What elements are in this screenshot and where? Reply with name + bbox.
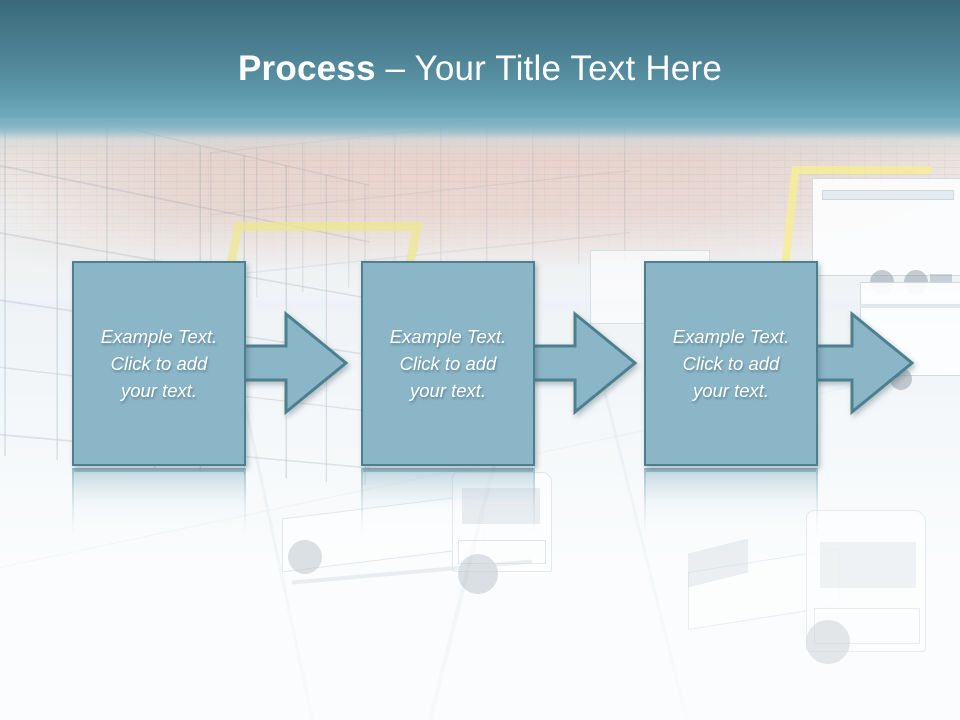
process-step-2-text: Example Text. Click to add your text. bbox=[389, 326, 507, 401]
arrow-2-right-arrow-icon[interactable] bbox=[527, 310, 639, 416]
process-step-3-box[interactable]: Example Text. Click to add your text. bbox=[644, 261, 818, 466]
page-title-rest: – Your Title Text Here bbox=[375, 49, 722, 88]
step-3-reflection bbox=[644, 468, 818, 540]
page-title: Process – Your Title Text Here bbox=[0, 48, 960, 90]
step-1-reflection bbox=[72, 468, 246, 540]
page-title-bold: Process bbox=[238, 49, 376, 88]
step-2-reflection bbox=[361, 468, 535, 540]
process-step-3-text: Example Text. Click to add your text. bbox=[672, 326, 790, 401]
arrow-1-right-arrow-icon[interactable] bbox=[238, 310, 350, 416]
slide-header-band bbox=[0, 0, 960, 140]
process-step-1-text: Example Text. Click to add your text. bbox=[100, 326, 218, 401]
arrow-3-right-arrow-icon[interactable] bbox=[808, 310, 916, 416]
slide-header-fade bbox=[0, 118, 960, 158]
process-step-2-box[interactable]: Example Text. Click to add your text. bbox=[361, 261, 535, 466]
process-step-1-box[interactable]: Example Text. Click to add your text. bbox=[72, 261, 246, 466]
